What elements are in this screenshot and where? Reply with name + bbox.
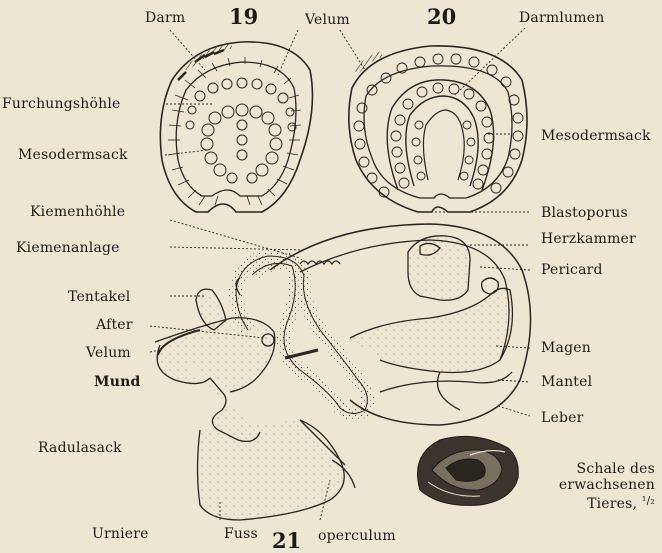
label-schale-line2: erwachsenen [540, 477, 655, 493]
label-operculum: operculum [318, 528, 396, 544]
adult-shell [418, 436, 519, 505]
label-tentakel: Tentakel [68, 289, 130, 305]
label-scale: ¹/₂ [642, 494, 655, 507]
label-mund: Mund [94, 374, 140, 390]
label-darm: Darm [145, 10, 185, 26]
figure-number-19: 19 [229, 6, 258, 28]
label-schale-line3: Tieres, ¹/₂ [520, 493, 655, 512]
figure-19-embryo [160, 42, 312, 212]
label-mesodermsack-20: Mesodermsack [541, 128, 651, 144]
label-leber: Leber [541, 410, 584, 426]
label-fuss: Fuss [224, 526, 258, 542]
figure-number-21: 21 [272, 530, 301, 552]
figure-number-20: 20 [427, 6, 456, 28]
label-velum-21: Velum [86, 345, 131, 361]
label-pericard: Pericard [541, 262, 603, 278]
label-kiemenhoehle: Kiemenhöhle [30, 204, 125, 220]
label-darmlumen: Darmlumen [519, 10, 604, 26]
label-furchungshoehle: Furchungshöhle [2, 96, 121, 112]
label-magen: Magen [541, 340, 591, 356]
label-radulasack: Radulasack [38, 440, 122, 456]
figure-20-embryo [349, 46, 527, 212]
label-velum-20: Velum [305, 12, 350, 28]
label-after: After [96, 317, 133, 333]
label-kiemenanlage: Kiemenanlage [16, 240, 120, 256]
label-mesodermsack-19: Mesodermsack [18, 147, 128, 163]
label-schale-line1: Schale des [540, 461, 655, 477]
label-blastoporus: Blastoporus [541, 205, 628, 221]
label-schale-tieres: Tieres, [587, 496, 637, 512]
label-herzkammer: Herzkammer [541, 231, 636, 247]
label-mantel: Mantel [541, 374, 592, 390]
label-urniere: Urniere [92, 526, 149, 542]
